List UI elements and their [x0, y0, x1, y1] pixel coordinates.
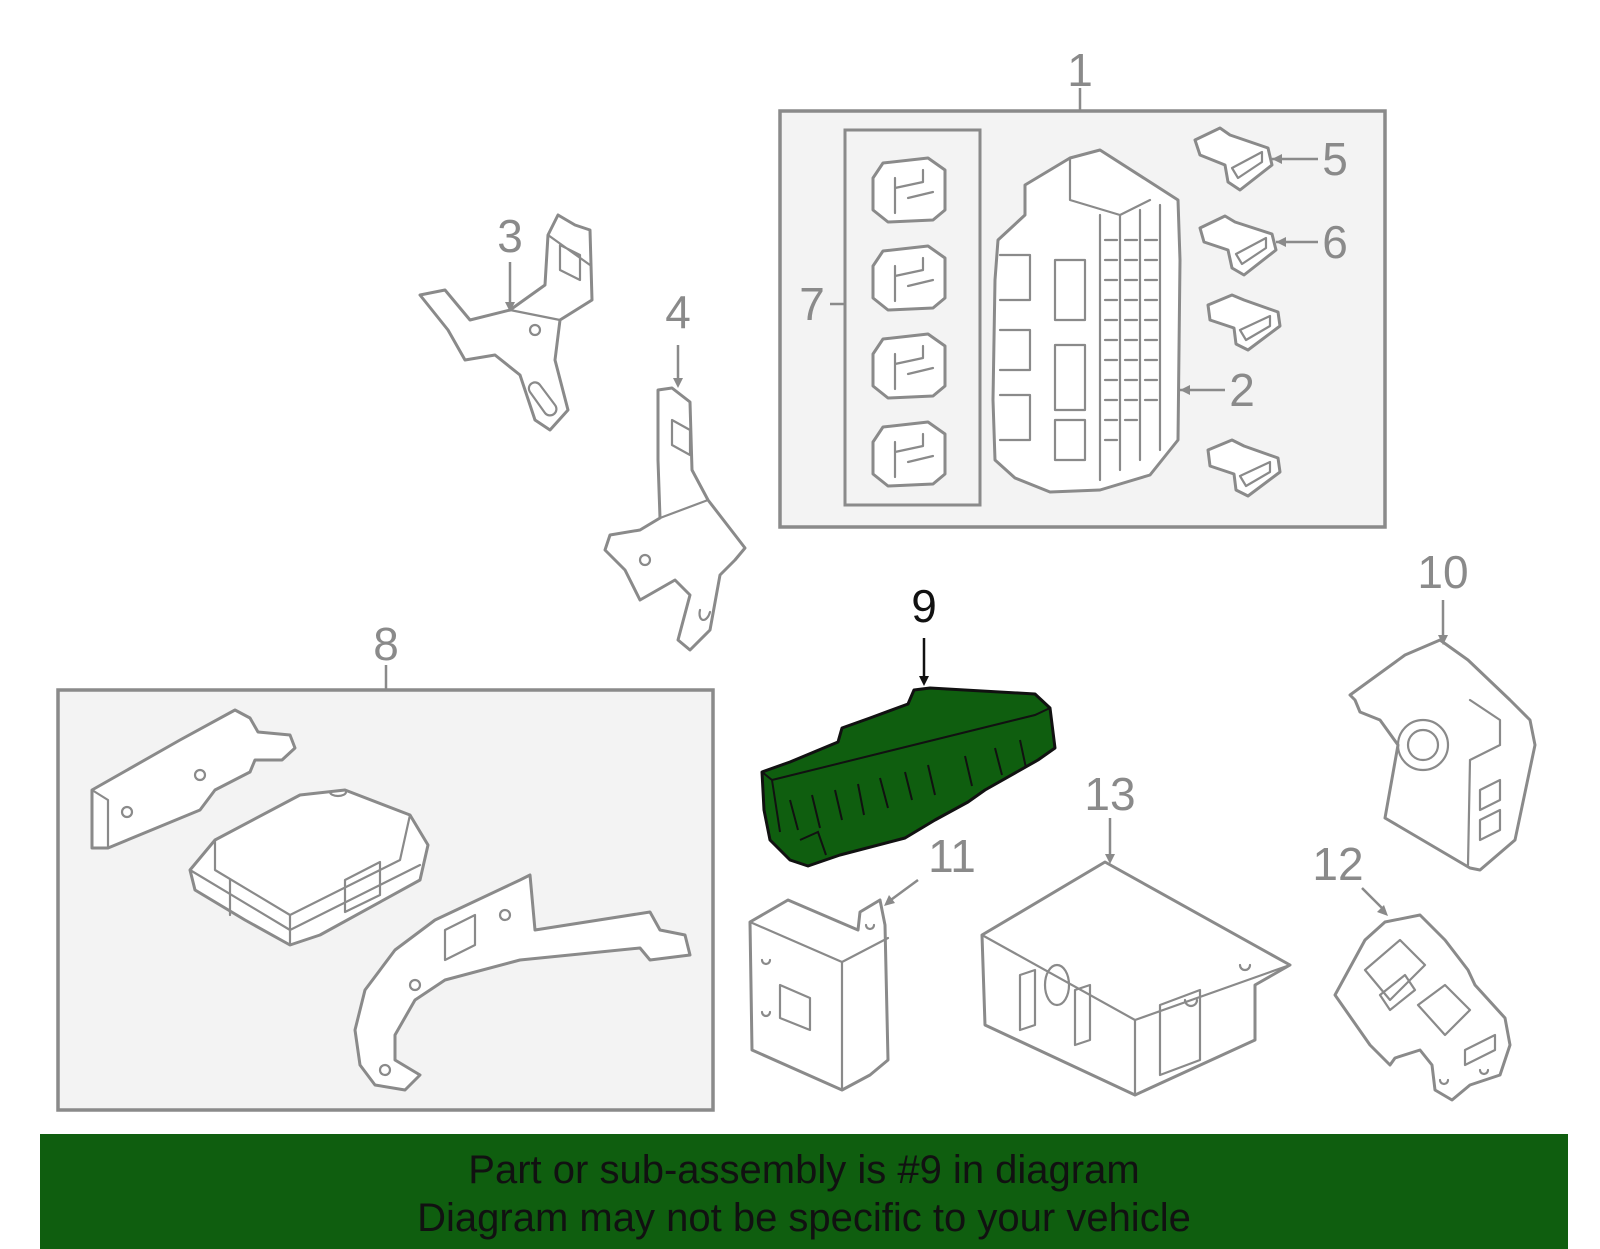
callout-11-arrow — [884, 895, 895, 906]
parts-diagram: 1 7 2 — [56, 44, 1537, 1112]
bracket-3-icon — [418, 213, 594, 432]
callout-10: 10 — [1417, 546, 1468, 598]
callout-5-arrow — [1272, 154, 1282, 164]
bracket-4-icon — [603, 386, 747, 652]
callout-9-arrow — [919, 676, 929, 686]
callout-8: 8 — [373, 618, 399, 670]
callout-11: 11 — [928, 830, 976, 882]
callout-3-arrow — [505, 302, 515, 312]
part-9-module-icon — [760, 686, 1057, 868]
callout-7: 7 — [799, 278, 825, 330]
callout-3: 3 — [497, 210, 523, 262]
fuse-icon — [1206, 293, 1282, 352]
fuse-icon — [1198, 214, 1278, 277]
callout-9: 9 — [911, 580, 937, 632]
bracket-8-right-icon — [353, 873, 692, 1092]
callout-13-arrow — [1105, 854, 1115, 864]
callout-11-line — [887, 878, 919, 904]
callout-5: 5 — [1322, 133, 1348, 185]
bracket-8-left-icon — [90, 708, 297, 850]
callout-12-arrow — [1377, 905, 1388, 916]
part-11-icon — [748, 898, 890, 1092]
callout-10-arrow — [1438, 635, 1448, 645]
callout-4-arrow — [673, 378, 683, 388]
callout-4: 4 — [665, 286, 691, 338]
banner-line-2: Diagram may not be specific to your vehi… — [417, 1196, 1191, 1240]
part-10-icon — [1348, 638, 1537, 872]
fuse-icon — [1193, 126, 1274, 192]
banner-line-1: Part or sub-assembly is #9 in diagram — [468, 1148, 1140, 1192]
callout-2-arrow — [1180, 385, 1190, 395]
part-info-banner: Part or sub-assembly is #9 in diagram Di… — [40, 1134, 1568, 1249]
fuse-block-icon — [991, 148, 1182, 494]
callout-12: 12 — [1312, 838, 1363, 890]
callout-1: 1 — [1067, 44, 1093, 96]
module-8-icon — [188, 788, 430, 947]
callout-2: 2 — [1229, 364, 1255, 416]
part-12-icon — [1333, 913, 1512, 1102]
callout-13: 13 — [1084, 768, 1135, 820]
group-7-box — [843, 128, 982, 507]
relay-set-icon — [871, 156, 947, 488]
callout-6-arrow — [1276, 237, 1286, 247]
part-13-module-icon — [980, 860, 1292, 1097]
callout-12-line — [1361, 887, 1385, 911]
fuse-icon — [1206, 438, 1282, 498]
callout-6: 6 — [1322, 216, 1348, 268]
